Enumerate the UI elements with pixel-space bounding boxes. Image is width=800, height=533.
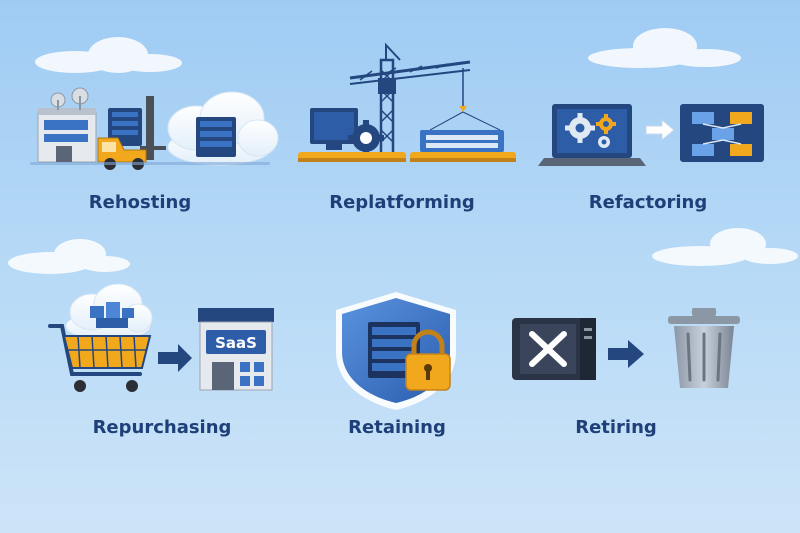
label-retiring: Retiring xyxy=(575,417,657,438)
label-rehosting: Rehosting xyxy=(89,192,191,213)
background-cloud-mid-left xyxy=(8,239,130,274)
label-replatforming: Replatforming xyxy=(329,192,475,213)
server-trash-icon xyxy=(512,308,740,388)
cart-saas-icon xyxy=(48,283,274,392)
label-retaining: Retaining xyxy=(348,417,446,438)
saas-sign: SaaS xyxy=(215,334,257,352)
background-cloud-mid-right xyxy=(652,228,798,266)
forklift-servers-cloud-icon xyxy=(30,87,279,170)
laptop-gears-architecture-icon xyxy=(538,104,764,166)
background-cloud-top-left xyxy=(35,37,182,73)
background-cloud-top-right xyxy=(588,28,741,68)
shield-server-lock-icon xyxy=(336,292,456,410)
label-repurchasing: Repurchasing xyxy=(93,417,232,438)
label-refactoring: Refactoring xyxy=(589,192,707,213)
crane-platform-icon xyxy=(298,42,516,162)
